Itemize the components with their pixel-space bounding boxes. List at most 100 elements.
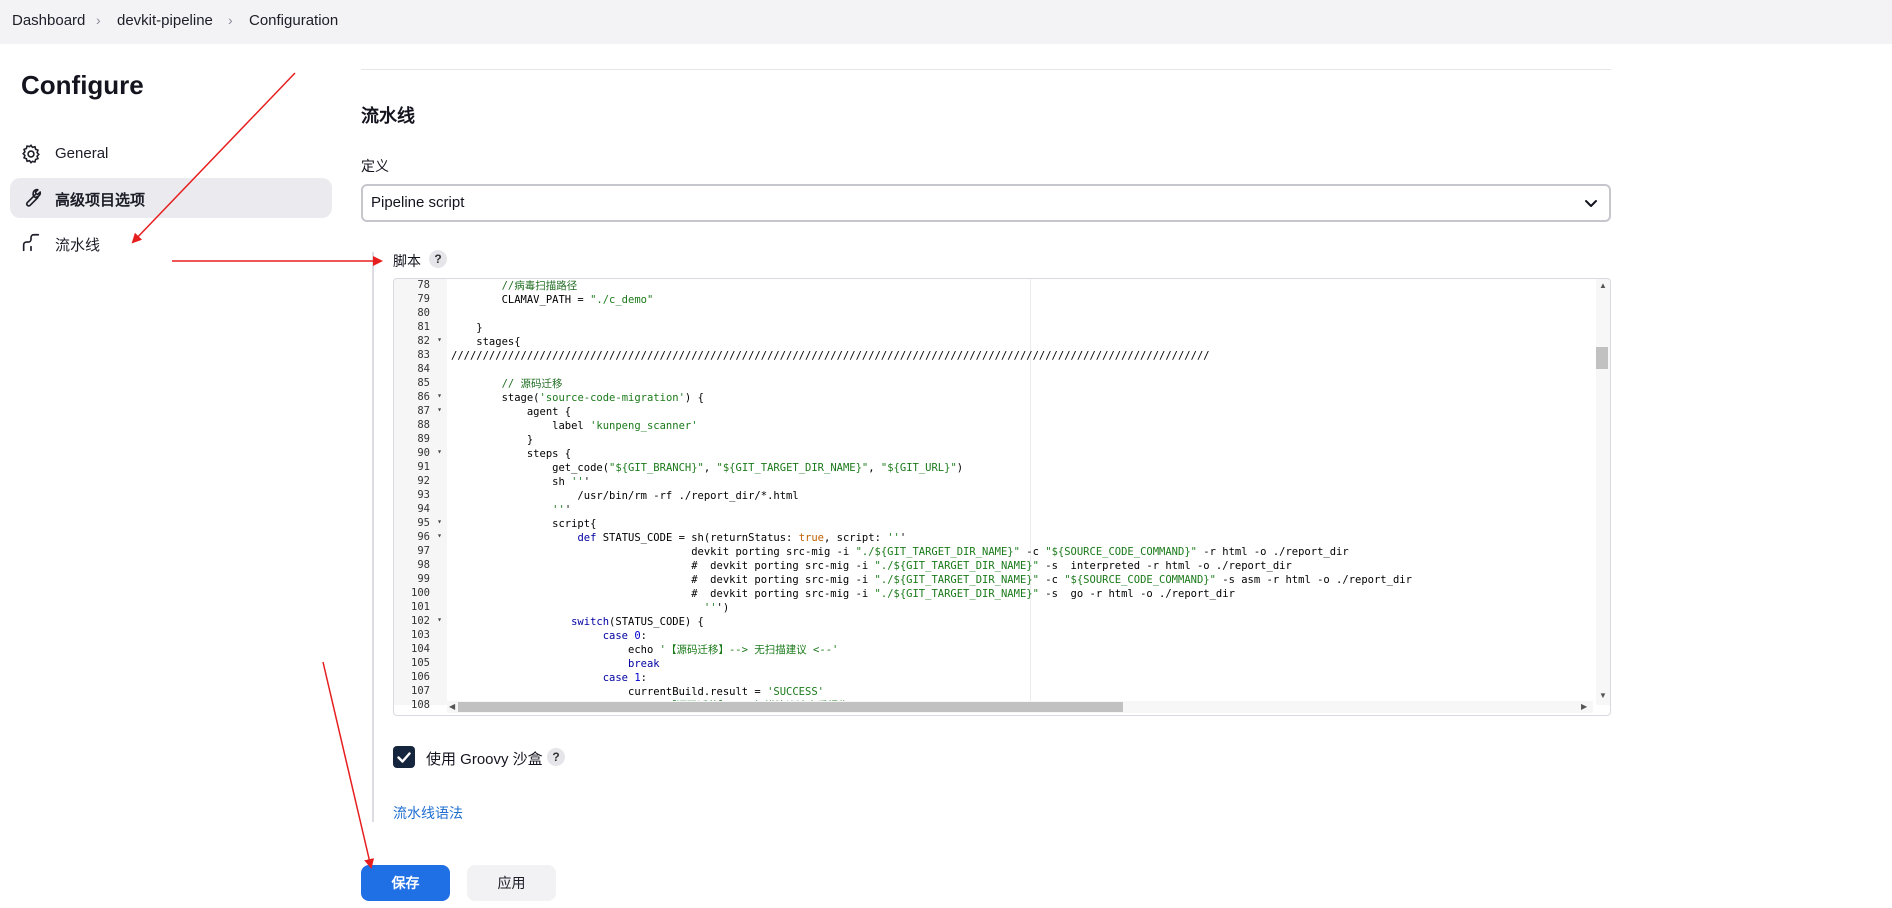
line-number-text: 99: [417, 573, 430, 585]
code-line: switch(STATUS_CODE) {: [571, 616, 704, 628]
chevron-down-icon: [1585, 200, 1597, 207]
line-number-text: 89: [417, 433, 430, 445]
fold-toggle-icon[interactable]: ▾: [437, 615, 442, 624]
sidebar-item-label: General: [55, 145, 109, 162]
code-line: agent {: [451, 406, 572, 418]
apply-button[interactable]: 应用: [467, 865, 556, 901]
line-number-text: 105: [411, 657, 430, 669]
code-line: echo '【源码迁移】--> 无扫描建议 <--': [451, 644, 839, 656]
definition-select[interactable]: Pipeline script: [361, 184, 1611, 222]
line-number: 94: [394, 503, 447, 517]
line-number: 106: [394, 671, 447, 685]
line-number-text: 91: [417, 461, 430, 473]
pipeline-syntax-link[interactable]: 流水线语法: [393, 805, 463, 821]
line-number-text: 81: [417, 321, 430, 333]
line-number: 102 ▾: [394, 615, 447, 629]
line-number-text: 100: [411, 587, 430, 599]
line-number: 100: [394, 587, 447, 601]
fold-toggle-icon[interactable]: ▾: [437, 447, 442, 456]
code-line: case 1:: [602, 672, 647, 684]
code-area[interactable]: //病毒扫描路径 CLAMAV_PATH = "./c_demo" } stag…: [447, 279, 1589, 705]
sidebar-item-label: 流水线: [55, 237, 101, 254]
code-line: '''): [703, 602, 730, 614]
line-number-text: 82: [417, 335, 430, 347]
line-number-text: 98: [417, 559, 430, 571]
code-line: sh ''': [451, 476, 591, 488]
code-line: CLAMAV_PATH = "./c_demo": [451, 294, 654, 306]
horizontal-scrollbar[interactable]: ◀ ▶: [447, 701, 1593, 713]
line-number: 91: [394, 461, 447, 475]
line-number: 86▾: [394, 391, 447, 405]
line-number-text: 104: [411, 643, 430, 655]
line-number-text: 87: [417, 405, 430, 417]
code-line: stages{: [451, 336, 521, 348]
line-number: 82 ▾: [394, 335, 447, 349]
wrench-icon: [26, 188, 42, 207]
fold-toggle-icon[interactable]: ▾: [437, 335, 442, 344]
fold-toggle-icon[interactable]: ▾: [437, 391, 442, 400]
breadcrumb-chevron-icon: ›: [96, 12, 101, 28]
code-line: case 0:: [602, 630, 647, 642]
code-line: //病毒扫描路径: [451, 280, 578, 292]
breadcrumb-devkit-pipeline[interactable]: devkit-pipeline: [117, 12, 213, 29]
script-help-icon[interactable]: ?: [429, 250, 447, 268]
line-number: 83: [394, 349, 447, 363]
groovy-sandbox-checkbox[interactable]: [393, 746, 415, 768]
line-number: 79: [394, 293, 447, 307]
code-line: label 'kunpeng_scanner': [451, 420, 698, 432]
line-number: 89: [394, 433, 447, 447]
scroll-left-icon[interactable]: ◀: [449, 702, 456, 711]
fold-toggle-icon[interactable]: ▾: [437, 531, 442, 540]
horizontal-scroll-thumb[interactable]: [458, 702, 1123, 712]
line-number: 88: [394, 419, 447, 433]
line-number-text: 102: [411, 615, 430, 627]
vertical-scroll-thumb[interactable]: [1596, 347, 1608, 369]
line-number-text: 101: [411, 601, 430, 613]
sidebar-title: Configure: [21, 70, 144, 100]
scroll-down-icon[interactable]: ▼: [1599, 691, 1607, 700]
line-number-text: 90: [417, 447, 430, 459]
breadcrumb-configuration[interactable]: Configuration: [249, 12, 339, 29]
sidebar-item-pipeline[interactable]: 流水线: [10, 223, 332, 263]
scroll-up-icon[interactable]: ▲: [1599, 281, 1607, 290]
line-number-text: 107: [411, 685, 430, 697]
line-number-text: 95: [417, 517, 430, 529]
line-number: 93: [394, 489, 447, 503]
save-button[interactable]: 保存: [361, 865, 450, 901]
line-number-text: 88: [417, 419, 430, 431]
line-number-text: 84: [417, 363, 430, 375]
groovy-sandbox-label: 使用 Groovy 沙盒: [426, 751, 543, 768]
vertical-scrollbar[interactable]: ▲ ▼: [1596, 279, 1610, 705]
line-number-text: 93: [417, 489, 430, 501]
scroll-right-icon[interactable]: ▶: [1581, 702, 1588, 711]
pipeline-icon: [22, 233, 40, 252]
line-number-text: 92: [417, 475, 430, 487]
line-number-text: 106: [411, 671, 430, 683]
code-line: get_code("${GIT_BRANCH}", "${GIT_TARGET_…: [451, 462, 964, 474]
fold-toggle-icon[interactable]: ▾: [437, 405, 442, 414]
fold-toggle-icon[interactable]: ▾: [437, 517, 442, 526]
code-line: break: [628, 658, 660, 670]
line-number: 104: [394, 643, 447, 657]
sandbox-help-icon[interactable]: ?: [547, 748, 565, 766]
sidebar-item-advanced[interactable]: 高级项目选项: [10, 178, 332, 218]
checkmark-icon: [397, 752, 411, 763]
line-number-text: 79: [417, 293, 430, 305]
code-line: devkit porting src-mig -i "./${GIT_TARGE…: [451, 546, 1349, 558]
sidebar-item-label: 高级项目选项: [55, 192, 146, 209]
line-number: 80: [394, 307, 447, 321]
line-number: 96▾: [394, 531, 447, 545]
code-line: # devkit porting src-mig -i "./${GIT_TAR…: [451, 574, 1412, 586]
gear-icon: [22, 144, 40, 164]
line-number-text: 78: [417, 279, 430, 291]
sidebar-item-general[interactable]: General: [10, 134, 332, 174]
line-number-text: 80: [417, 307, 430, 319]
code-line: # devkit porting src-mig -i "./${GIT_TAR…: [451, 588, 1235, 600]
code-line: script{: [451, 518, 597, 530]
code-line: }: [451, 434, 534, 446]
line-number: 92: [394, 475, 447, 489]
breadcrumb-dashboard[interactable]: Dashboard: [12, 12, 86, 29]
line-number: 98: [394, 559, 447, 573]
breadcrumb-chevron-icon: ›: [228, 12, 233, 28]
